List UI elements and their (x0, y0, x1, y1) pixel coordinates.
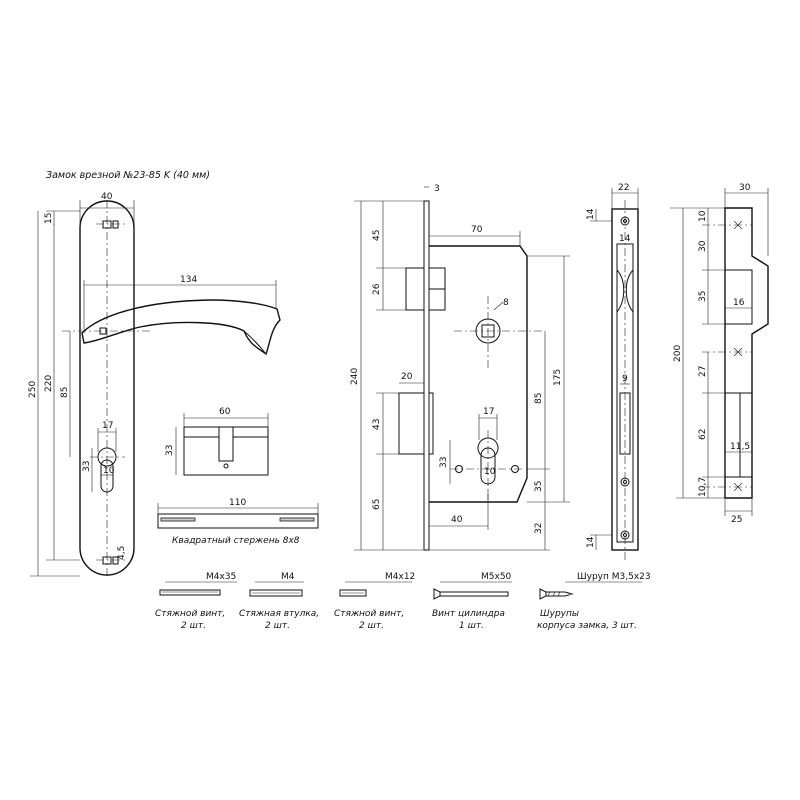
dim-strike-d7: 11,5 (730, 442, 750, 452)
dim-strike-bottom: 25 (731, 515, 742, 525)
dim-faceplate-top: 14 (586, 208, 596, 220)
part-screw-m4x12: M4x12 Стяжной винт, 2 шт. (334, 572, 415, 631)
strike-plate-view: 30 10 30 35 16 200 27 62 11,5 10,7 25 (670, 183, 769, 525)
dim-lock-bottom: 65 (372, 499, 382, 510)
dim-handle-cyl-h: 33 (82, 461, 92, 472)
dim-centers: 85 (534, 393, 544, 404)
part-4-qty: 1 шт. (459, 621, 484, 631)
dim-low-h: 35 (534, 481, 544, 492)
dim-top-latch: 45 (372, 230, 382, 241)
dim-plate: 3 (434, 184, 440, 194)
part-screw-m4x35: M4x35 Стяжной винт, 2 шт. (155, 572, 237, 631)
dim-strike-width: 30 (739, 183, 751, 193)
part-wood-screw: Шуруп M3,5x23 Шурупы корпуса замка, 3 шт… (537, 572, 651, 631)
part-sleeve-m4: M4 Стяжная втулка, 2 шт. (239, 572, 319, 631)
cylinder-view: 60 33 (165, 407, 269, 476)
dim-faceplate-inner: 14 (619, 234, 631, 244)
dim-cylinder-height: 33 (165, 445, 175, 456)
dim-lock-total: 240 (350, 368, 360, 385)
drawing-title: Замок врезной №23-85 K (40 мм) (46, 170, 210, 181)
part-3-spec: M4x12 (385, 572, 415, 582)
dim-lock-cyl-h: 33 (439, 457, 449, 468)
dim-spindle-length: 110 (229, 498, 246, 508)
dim-strike-d6: 62 (698, 429, 708, 440)
dim-strike-d2: 30 (698, 240, 708, 252)
dim-handle-top: 15 (44, 213, 54, 224)
faceplate-view: 22 14 14 9 14 (586, 183, 639, 560)
dim-low-b: 32 (534, 523, 544, 534)
parts-row: M4x35 Стяжной винт, 2 шт. M4 Стяжная вту… (155, 572, 651, 631)
dim-latch: 26 (372, 283, 382, 295)
dim-faceplate-bottom: 14 (586, 536, 596, 548)
dim-cylinder-length: 60 (219, 407, 231, 417)
part-2-qty: 2 шт. (265, 621, 290, 631)
part-3-qty: 2 шт. (359, 621, 384, 631)
part-4-name: Винт цилиндра (432, 609, 505, 619)
part-5-qty: корпуса замка, 3 шт. (537, 621, 637, 631)
part-1-spec: M4x35 (206, 572, 236, 582)
dim-strike-total: 200 (673, 345, 683, 362)
dim-faceplate-width: 22 (618, 183, 629, 193)
handle-view: 40 15 250 220 85 134 17 10 33 4,5 (28, 192, 281, 578)
part-1-name: Стяжной винт, (155, 609, 225, 619)
part-5-spec: Шуруп M3,5x23 (577, 572, 651, 582)
part-2-spec: M4 (281, 572, 295, 582)
dim-faceplate-latch: 9 (622, 374, 628, 384)
dim-strike-d5: 27 (698, 366, 708, 377)
part-4-spec: M5x50 (481, 572, 512, 582)
dim-square: 8 (503, 298, 509, 308)
dim-lock-depth: 70 (471, 225, 483, 235)
lock-body-view: 3 240 45 26 43 65 20 70 8 17 10 33 40 (350, 184, 570, 551)
part-5-name: Шурупы (540, 609, 579, 619)
dim-handle-axis: 85 (60, 387, 70, 398)
dim-bolt-width: 20 (401, 372, 413, 382)
part-2-name: Стяжная втулка, (239, 609, 319, 619)
dim-handle-total: 250 (28, 381, 38, 398)
spindle-view: 110 Квадратный стержень 8x8 (157, 498, 319, 546)
dim-handle-holes: 220 (44, 375, 54, 392)
dim-lock-cyl-d: 10 (484, 467, 496, 477)
dim-strike-d4: 16 (733, 298, 745, 308)
dim-strike-d3: 35 (698, 291, 708, 302)
part-3-name: Стяжной винт, (334, 609, 404, 619)
dim-backset: 40 (451, 515, 463, 525)
dim-handle-cyl-d: 10 (103, 466, 115, 476)
part-1-qty: 2 шт. (181, 621, 206, 631)
dim-strike-d1: 10 (698, 210, 708, 222)
spindle-caption: Квадратный стержень 8x8 (172, 536, 300, 546)
dim-bolt: 43 (372, 419, 382, 430)
dim-handle-cyl-width: 17 (102, 421, 113, 431)
dim-handle-bottom: 4,5 (117, 546, 127, 560)
dim-lock-cyl-width: 17 (483, 407, 494, 417)
dim-strike-d8: 10,7 (698, 477, 708, 497)
dim-handle-width: 40 (101, 192, 113, 202)
dim-lever-length: 134 (180, 275, 197, 285)
dim-lock-height: 175 (553, 369, 563, 386)
part-cylinder-screw-m5x50: M5x50 Винт цилиндра 1 шт. (432, 572, 512, 631)
